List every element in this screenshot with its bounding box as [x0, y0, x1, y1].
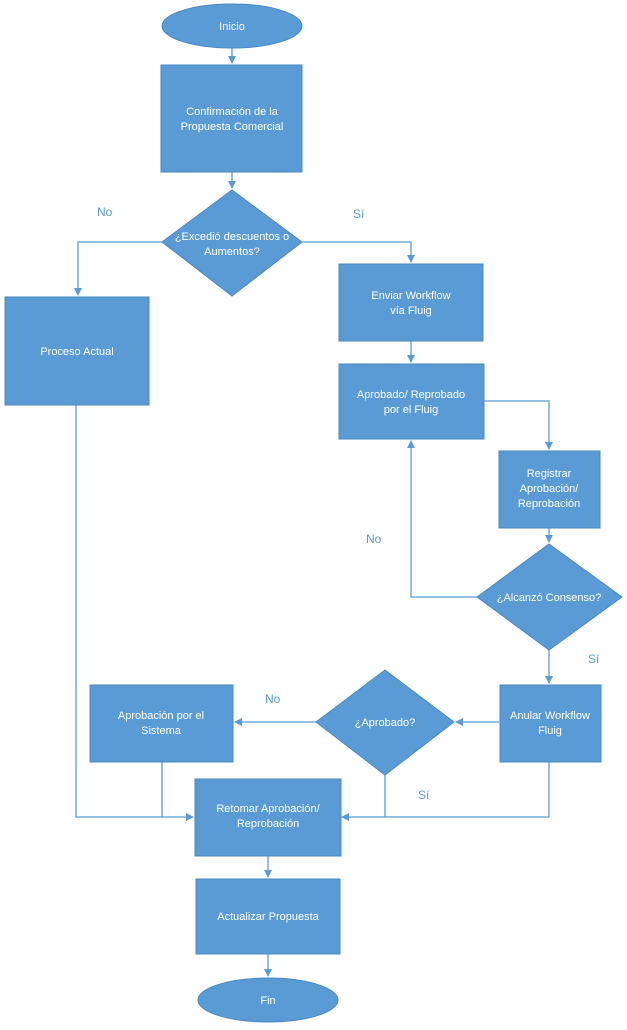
node-anular-workflow-line-2: Fluig — [538, 725, 562, 737]
node-inicio: Inicio — [161, 3, 303, 49]
node-enviar-workflow: Enviar Workflow vía Fluig — [338, 263, 484, 342]
node-alcanzo-consenso: ¿Alcanzó Consenso? — [476, 543, 623, 651]
node-excedio: ¿Excedió descuentos o Aumentos? — [161, 189, 303, 297]
edge-label-excedio-no: No — [97, 205, 113, 219]
node-aprobado-reprobado: Aprobado/ Reprobado por el Fluig — [338, 363, 485, 440]
node-retomar-line-1: Retomar Aprobación/ — [216, 803, 320, 815]
node-aprobado-decision-label: ¿Aprobado? — [355, 717, 416, 729]
node-retomar-line-2: Reprobación — [237, 818, 299, 830]
node-anular-workflow: Anular Workflow Fluig — [499, 684, 602, 763]
node-fin-label: Fin — [260, 995, 275, 1007]
node-anular-workflow-line-1: Anular Workflow — [510, 710, 590, 722]
node-aprobado-decision: ¿Aprobado? — [315, 669, 455, 776]
edge-consenso-no — [407, 440, 477, 598]
node-aprobado-reprobado-line-1: Aprobado/ Reprobado — [357, 389, 465, 401]
node-proceso-actual: Proceso Actual — [4, 296, 150, 406]
edge-excedio-no — [74, 241, 162, 296]
node-excedio-line-1: ¿Excedió descuentos o — [175, 231, 289, 243]
node-enviar-workflow-line-2: vía Fluig — [390, 305, 432, 317]
edge-aprobado-registrar — [484, 400, 553, 450]
edge-label-excedio-si: Sí — [353, 207, 365, 221]
node-retomar: Retomar Aprobación/ Reprobación — [194, 778, 342, 857]
node-enviar-workflow-line-1: Enviar Workflow — [371, 290, 450, 302]
node-aprobado-reprobado-line-2: por el Fluig — [384, 404, 438, 416]
node-aprobacion-sistema-line-2: Sistema — [141, 725, 182, 737]
node-proceso-actual-label: Proceso Actual — [40, 346, 113, 358]
node-aprobacion-sistema: Aprobación por el Sistema — [89, 684, 234, 763]
node-confirmacion-line-1: Confirmación de la — [186, 106, 279, 118]
edge-label-consenso-si: Sí — [588, 652, 600, 666]
edge-labels: No Sí No Sí No Sí — [97, 205, 600, 802]
edge-label-aprobado-si: Sí — [418, 788, 430, 802]
node-fin: Fin — [197, 977, 339, 1023]
node-confirmacion-line-2: Propuesta Comercial — [181, 121, 284, 133]
edge-excedio-si — [302, 241, 415, 263]
node-confirmacion: Confirmación de la Propuesta Comercial — [160, 64, 303, 173]
node-registrar-line-2: Aprobación/ — [520, 483, 580, 495]
edge-label-aprobado-no: No — [265, 692, 281, 706]
node-registrar-line-1: Registrar — [527, 468, 572, 480]
connectors — [74, 48, 553, 977]
edge-label-consenso-no: No — [366, 532, 382, 546]
edge-anular-retomar — [341, 762, 550, 821]
node-actualizar-label: Actualizar Propuesta — [217, 911, 319, 923]
edge-proceso-retomar — [75, 405, 194, 821]
node-registrar-line-3: Reprobación — [518, 498, 580, 510]
node-registrar: Registrar Aprobación/ Reprobación — [498, 450, 601, 529]
node-inicio-label: Inicio — [219, 21, 245, 33]
node-excedio-line-2: Aumentos? — [204, 246, 260, 258]
node-actualizar: Actualizar Propuesta — [195, 878, 341, 955]
node-alcanzo-consenso-label: ¿Alcanzó Consenso? — [497, 592, 602, 604]
node-aprobacion-sistema-line-1: Aprobación por el — [118, 710, 204, 722]
